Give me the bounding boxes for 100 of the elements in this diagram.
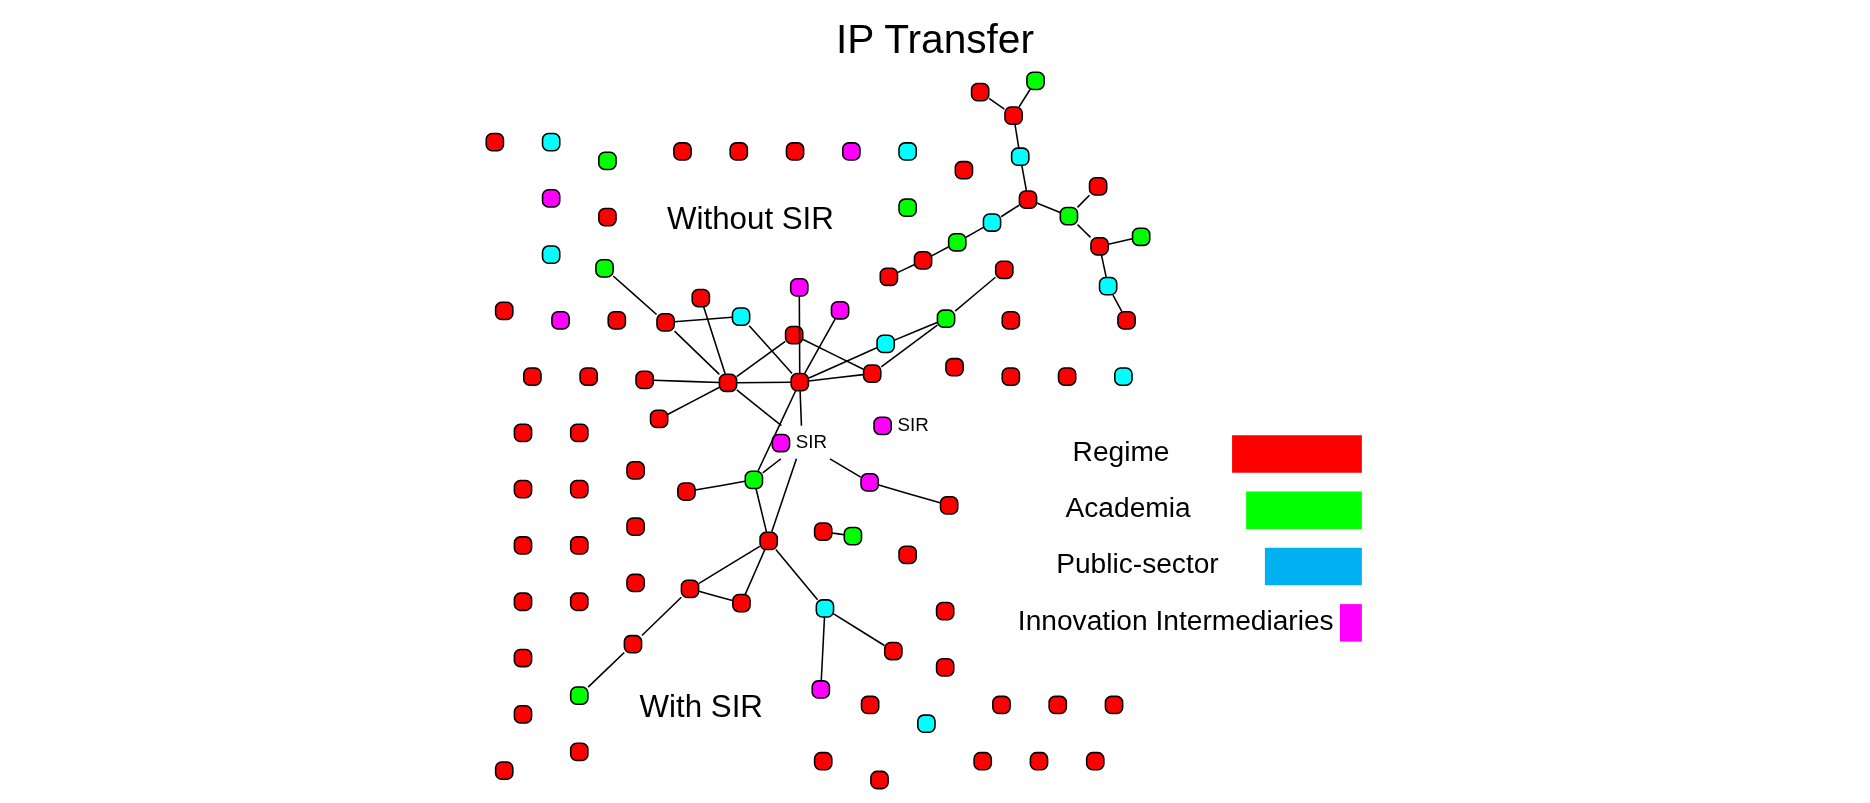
label: With SIR [639,688,763,724]
node-box [945,357,964,377]
connector [612,275,658,316]
connector [820,616,826,682]
connector [807,373,865,382]
node-box [513,536,533,555]
connector [736,381,792,384]
node-box [982,213,1002,232]
node-box [513,479,533,499]
label: Without SIR [667,200,834,236]
connector [896,263,915,274]
connector [755,487,768,533]
connector [802,338,865,370]
diagram-title: IP Transfer [835,16,1035,63]
node-box [541,132,561,152]
connector [1035,202,1062,214]
connector [673,316,733,323]
connector [988,97,1006,110]
node-box [811,680,831,699]
node-box [1001,310,1021,330]
legend-label: Regime [1072,435,1170,467]
node-box [551,310,570,330]
node-box [785,142,805,161]
node-box [860,473,879,492]
node-box [1114,367,1133,386]
node-box [680,579,700,599]
node-box [898,198,917,218]
connector [965,226,985,239]
connector [694,480,746,491]
connector [1000,204,1020,218]
node-box [623,634,643,654]
connector [1100,254,1107,278]
node-box [569,479,589,499]
connector [798,295,801,375]
connector [641,596,683,637]
node-box [569,686,589,705]
legend-label: Academia [1065,492,1191,524]
legend-label: Public-sector [1056,548,1219,580]
connector [698,545,761,585]
node-box [917,714,936,734]
connector [1021,164,1028,192]
connector [930,246,950,257]
node-box [813,522,833,541]
node-box [513,648,533,668]
node-box [579,367,599,386]
node-box [947,232,967,252]
node-box [1085,751,1105,771]
connector [803,318,836,375]
node-box [759,531,779,551]
node-box [513,423,533,443]
connector [893,321,938,341]
connector [673,330,721,376]
node-box [626,461,645,480]
node-box [876,334,896,354]
node-box [784,325,804,345]
node-box [992,695,1011,715]
node-box [595,258,614,278]
node-box [513,592,533,612]
node-box [513,704,533,724]
node-box [898,545,917,565]
node-box [494,301,514,321]
node-box [913,251,933,270]
node-box [569,536,589,555]
node-box [813,751,833,771]
connector [748,324,793,375]
node-box [1098,276,1118,296]
connector [880,324,939,368]
node-box [598,207,617,227]
connector [799,390,803,427]
node-box [523,367,542,386]
node-box [673,142,692,161]
connector [757,390,797,472]
node-box [860,695,880,715]
connector [1107,238,1134,245]
connector [775,548,819,601]
connector [1018,88,1031,108]
node-box [656,313,675,332]
node-box [569,742,589,762]
node-box [677,482,696,501]
node-box [732,593,751,613]
connector [698,590,734,602]
node-box [569,423,589,443]
node-box [1088,177,1108,196]
node-box [541,245,561,264]
node-box [1131,227,1151,247]
connector [702,306,726,375]
node-box [1090,236,1109,256]
node-box [635,370,654,390]
node-box [718,373,738,393]
node-box [936,309,956,329]
node-label: SIR [795,430,828,452]
node-box [626,517,645,537]
node-box [870,770,889,790]
connector [1014,123,1020,149]
node-box [935,658,955,677]
node-box [1001,367,1021,386]
node-box [1029,751,1049,771]
legend-label: Innovation Intermediaries [1017,604,1334,636]
node-box [1010,147,1030,167]
connector [1076,223,1092,239]
